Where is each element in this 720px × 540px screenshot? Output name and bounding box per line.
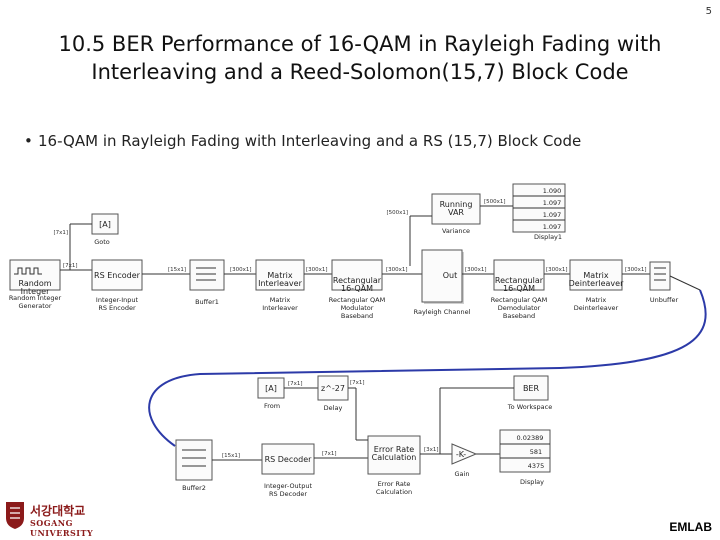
display1-block[interactable]: 1.090 1.097 1.097 1.097 Display1 bbox=[512, 183, 566, 241]
buffer1-block[interactable]: Buffer1 bbox=[189, 259, 225, 306]
sig-300-e: [300x1] bbox=[546, 267, 568, 273]
buffer1-caption: Buffer1 bbox=[195, 298, 219, 306]
feedback-loop-line bbox=[148, 289, 707, 447]
sig-300-a: [300x1] bbox=[230, 267, 252, 273]
sig-7-a: [7x1] bbox=[63, 263, 78, 269]
sig-15-a: [15x1] bbox=[168, 267, 186, 273]
rs-decoder-text: RS Decoder bbox=[265, 455, 313, 464]
to-workspace-block[interactable]: BER To Workspace bbox=[507, 375, 552, 411]
display-value-1: 581 bbox=[530, 448, 542, 456]
slide-title-line2: Interleaving and a Reed-Solomon(15,7) Bl… bbox=[91, 60, 629, 84]
rayleigh-channel-text: Out bbox=[443, 271, 458, 280]
lab-label: EMLAB bbox=[669, 520, 712, 534]
sig-300-f: [300x1] bbox=[625, 267, 647, 273]
display1-value-2: 1.097 bbox=[543, 211, 562, 219]
logo-english-text: SOGANG UNIVERSITY bbox=[30, 518, 94, 538]
from-caption: From bbox=[264, 402, 280, 410]
buffer2-caption: Buffer2 bbox=[182, 484, 206, 492]
slide-title-line1: 10.5 BER Performance of 16-QAM in Raylei… bbox=[58, 32, 662, 56]
rs-encoder-text: RS Encoder bbox=[94, 271, 141, 280]
display1-value-0: 1.090 bbox=[543, 187, 562, 195]
to-workspace-caption: To Workspace bbox=[507, 403, 552, 411]
goto-caption: Goto bbox=[94, 238, 110, 246]
unbuffer-caption: Unbuffer bbox=[650, 296, 679, 304]
bullet-text: 16-QAM in Rayleigh Fading with Interleav… bbox=[38, 132, 582, 150]
sig-7-dec: [7x1] bbox=[322, 451, 337, 457]
sig-300-d: [300x1] bbox=[465, 267, 487, 273]
sig-500-var: [500x1] bbox=[386, 210, 408, 216]
page-number: 5 bbox=[705, 6, 712, 17]
display-value-0: 0.02389 bbox=[517, 434, 544, 442]
sig-15-b: [15x1] bbox=[222, 453, 240, 459]
running-var-caption: Variance bbox=[442, 227, 470, 235]
slide-title: 10.5 BER Performance of 16-QAM in Raylei… bbox=[0, 30, 720, 86]
bullet-dot-icon: • bbox=[24, 132, 33, 150]
sig-7-delay: [7x1] bbox=[350, 380, 365, 386]
to-workspace-text: BER bbox=[523, 384, 540, 393]
display-block[interactable]: 0.02389 581 4375 Display bbox=[499, 429, 551, 486]
sig-3-err: [3x1] bbox=[424, 447, 439, 453]
display1-value-1: 1.097 bbox=[543, 199, 562, 207]
goto-text: [A] bbox=[99, 220, 111, 229]
unbuffer-block[interactable]: Unbuffer bbox=[649, 261, 679, 304]
gain-text: -K- bbox=[456, 450, 466, 459]
buffer2-block[interactable]: Buffer2 bbox=[175, 439, 213, 492]
from-text: [A] bbox=[265, 384, 277, 393]
sig-500-disp: [500x1] bbox=[484, 199, 506, 205]
gain-caption: Gain bbox=[455, 470, 470, 478]
university-crest-icon bbox=[6, 502, 24, 529]
display-value-2: 4375 bbox=[528, 462, 545, 470]
university-logo: 서강대학교 SOGANG UNIVERSITY bbox=[4, 500, 124, 538]
sig-7-from: [7x1] bbox=[288, 381, 303, 387]
rayleigh-channel-caption: Rayleigh Channel bbox=[414, 308, 471, 316]
display1-value-3: 1.097 bbox=[543, 223, 562, 231]
delay-block[interactable]: z^-27 Delay bbox=[317, 375, 349, 412]
display-caption: Display bbox=[520, 478, 544, 486]
display1-caption: Display1 bbox=[534, 233, 562, 241]
sig-7-goto: [7x1] bbox=[53, 230, 68, 236]
gain-block[interactable]: -K- Gain bbox=[451, 443, 478, 478]
rayleigh-channel-block[interactable]: Out Rayleigh Channel bbox=[414, 249, 471, 316]
sig-300-b: [300x1] bbox=[306, 267, 328, 273]
goto-block[interactable]: [A] Goto bbox=[91, 213, 119, 246]
from-block[interactable]: [A] From bbox=[257, 377, 285, 410]
delay-caption: Delay bbox=[324, 404, 343, 412]
delay-text: z^-27 bbox=[321, 384, 345, 393]
bullet-item: • 16-QAM in Rayleigh Fading with Interlea… bbox=[24, 132, 581, 150]
sig-300-c: [300x1] bbox=[386, 267, 408, 273]
logo-korean-text: 서강대학교 bbox=[30, 504, 86, 518]
